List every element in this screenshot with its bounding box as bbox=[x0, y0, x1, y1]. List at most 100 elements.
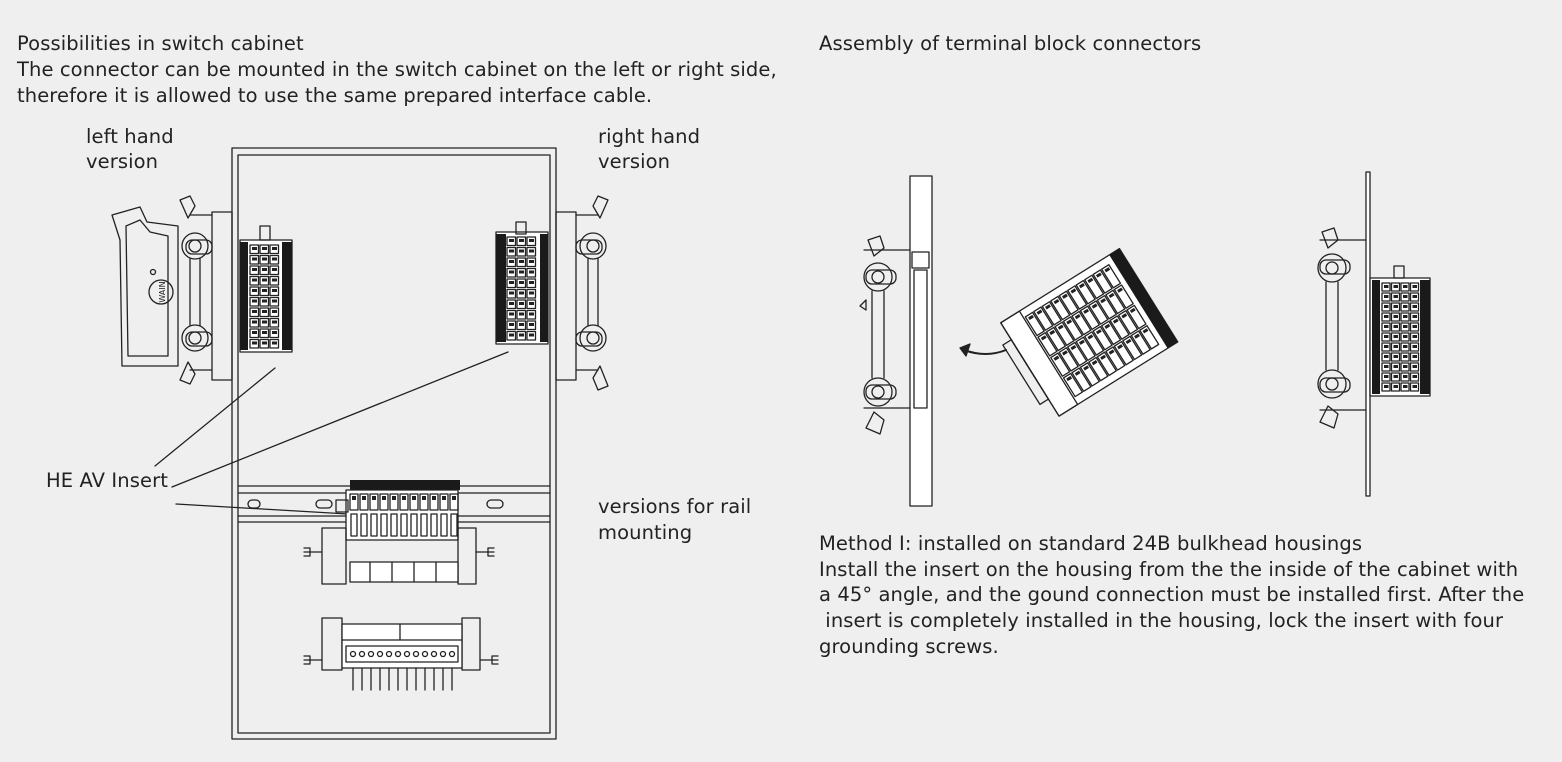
terminal-cell bbox=[1393, 385, 1398, 388]
terminal-cell bbox=[1100, 320, 1122, 346]
terminal-cell bbox=[402, 496, 406, 500]
terminal-cell bbox=[1104, 267, 1111, 273]
terminal-cell bbox=[262, 247, 267, 250]
terminal-cell bbox=[1100, 298, 1106, 304]
terminal-cell bbox=[1033, 306, 1054, 331]
terminal-cell bbox=[1412, 365, 1417, 368]
terminal-cell bbox=[1384, 365, 1389, 368]
terminal-cell bbox=[529, 249, 534, 253]
label-he-av-insert: HE AV Insert bbox=[46, 469, 168, 492]
terminal-cell bbox=[519, 249, 524, 253]
terminal-cell bbox=[262, 341, 267, 345]
terminal-cell bbox=[509, 249, 514, 253]
terminal-cell bbox=[1087, 277, 1094, 283]
terminal-cell bbox=[1409, 332, 1420, 342]
terminal-cell bbox=[1108, 349, 1115, 355]
terminal-cell bbox=[1092, 269, 1113, 294]
terminal-cell bbox=[1412, 315, 1417, 318]
terminal-cell bbox=[1045, 304, 1051, 310]
terminal-cell bbox=[1084, 274, 1105, 300]
terminal-cell bbox=[449, 493, 459, 511]
terminal-cell bbox=[509, 270, 514, 274]
terminal-cell bbox=[1100, 354, 1106, 360]
terminal-cell bbox=[422, 496, 426, 500]
terminal-cell bbox=[1142, 328, 1149, 334]
terminal-cell bbox=[1403, 345, 1408, 348]
terminal-cell bbox=[272, 289, 277, 292]
method-text-line-2: a 45° angle, and the gound connection mu… bbox=[819, 583, 1525, 606]
terminal-cell bbox=[1050, 352, 1071, 377]
contact-hole bbox=[439, 650, 447, 658]
terminal-cell bbox=[516, 309, 527, 320]
terminal-cell bbox=[272, 278, 277, 282]
terminal-cell bbox=[259, 317, 270, 328]
terminal-cell bbox=[1393, 335, 1398, 338]
label-rail-mounting-line-1: versions for rail bbox=[598, 495, 752, 518]
terminal-cell bbox=[262, 257, 267, 261]
terminal-cell bbox=[1393, 375, 1398, 378]
terminal-cell bbox=[1409, 382, 1420, 392]
terminal-cell bbox=[379, 493, 389, 511]
terminal-cell bbox=[252, 278, 257, 282]
terminal-cell bbox=[1393, 365, 1398, 368]
terminal-cell bbox=[400, 513, 408, 537]
terminal-cell bbox=[526, 309, 537, 320]
terminal-cell bbox=[360, 513, 368, 537]
terminal-cell bbox=[252, 320, 257, 324]
terminal-cell bbox=[272, 299, 277, 303]
terminal-cell bbox=[1412, 335, 1417, 338]
terminal-cell bbox=[529, 239, 534, 242]
terminal-cell bbox=[516, 267, 527, 278]
terminal-cell bbox=[1384, 335, 1389, 338]
terminal-cell bbox=[399, 493, 409, 511]
terminal-cell bbox=[1125, 338, 1132, 345]
terminal-cell bbox=[259, 275, 270, 286]
terminal-cell bbox=[259, 265, 270, 276]
lower-insert-with-pins bbox=[303, 617, 499, 691]
terminal-cell bbox=[1412, 355, 1417, 358]
terminal-cell bbox=[252, 268, 257, 271]
terminal-cell bbox=[1071, 310, 1092, 336]
leader-lines bbox=[154, 351, 509, 515]
terminal-cell bbox=[1126, 304, 1147, 330]
terminal-cell bbox=[1393, 345, 1398, 348]
terminal-cell bbox=[1403, 385, 1408, 388]
terminal-cell bbox=[1058, 290, 1079, 315]
terminal-cell bbox=[359, 493, 369, 511]
terminal-cell bbox=[450, 513, 458, 537]
rotation-arrow bbox=[959, 343, 1007, 357]
terminal-cell bbox=[506, 278, 517, 289]
terminal-cell bbox=[1083, 308, 1090, 314]
terminal-cell bbox=[516, 257, 527, 268]
terminal-cell bbox=[1390, 342, 1401, 352]
contact-hole bbox=[421, 650, 429, 658]
terminal-cell bbox=[1074, 314, 1081, 320]
contact-hole bbox=[412, 650, 420, 658]
terminal-cell bbox=[506, 330, 517, 341]
terminal-cell bbox=[516, 288, 527, 299]
terminal-cell bbox=[1403, 295, 1408, 298]
terminal-cell bbox=[1057, 324, 1064, 330]
terminal-cell bbox=[269, 286, 280, 297]
terminal-cell bbox=[372, 496, 376, 500]
terminal-cell bbox=[1403, 305, 1408, 308]
terminal-cell bbox=[509, 260, 514, 263]
terminal-cell bbox=[1400, 292, 1410, 302]
assembly-step-3-assembled bbox=[1317, 171, 1431, 497]
terminal-cell bbox=[1088, 356, 1109, 382]
terminal-cell bbox=[1113, 340, 1134, 366]
terminal-cell bbox=[369, 493, 379, 511]
terminal-cell bbox=[506, 288, 517, 299]
terminal-cell bbox=[1381, 322, 1391, 332]
terminal-cell bbox=[1062, 293, 1068, 299]
terminal-cell bbox=[370, 513, 378, 537]
terminal-cell bbox=[1390, 372, 1401, 382]
terminal-cell bbox=[272, 341, 277, 345]
terminal-cell bbox=[1104, 323, 1111, 329]
terminal-cell bbox=[1412, 375, 1417, 378]
terminal-cell bbox=[269, 317, 280, 328]
terminal-cell bbox=[516, 236, 527, 247]
terminal-cell bbox=[1400, 322, 1410, 332]
terminal-cell bbox=[412, 496, 416, 500]
terminal-cell bbox=[506, 299, 517, 310]
